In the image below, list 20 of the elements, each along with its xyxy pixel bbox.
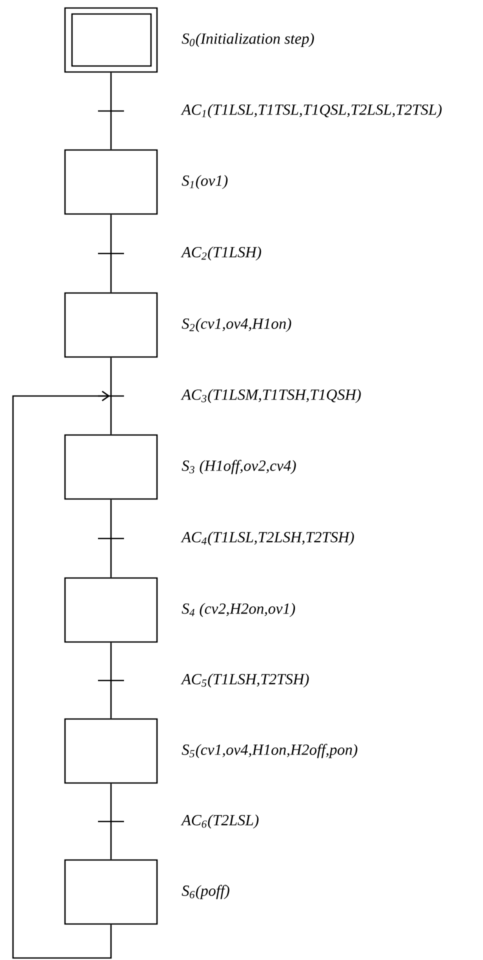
link-line [110, 500, 112, 578]
transition-label: AC$_{1}$(T1LSL,T1TSL,T1QSL,T2LSL,T2TSL) [180, 104, 442, 118]
step-label: S$_{4}$ (cv2,H2on,ov1) [182, 603, 296, 618]
transition-label: AC$_{2}$(T1LSH) [180, 246, 262, 261]
link-line [110, 358, 112, 434]
step-label: S$_{3}$ (H1off,ov2,cv4) [182, 460, 296, 474]
step-label: S$_{5}$(cv1,ov4,H1on,H2off,pon) [182, 744, 358, 758]
link-line [110, 784, 112, 860]
step-label: S$_{1}$(ov1) [182, 175, 228, 190]
transition-label: AC$_{6}$(T2LSL) [180, 814, 259, 829]
link-line [110, 72, 112, 150]
transition-label: AC$_{5}$(T1LSH,T2TSH) [180, 674, 309, 688]
transition-label: AC$_{3}$(T1LSM,T1TSH,T1QSH) [180, 389, 361, 404]
step-label: S$_{6}$(poff) [182, 884, 230, 900]
loop-back-arrow [12, 390, 112, 959]
transition-label: AC$_{4}$(T1LSL,T2LSH,T2TSH) [180, 532, 354, 546]
link-line [110, 642, 112, 718]
step-label: S$_{0}$(Initialization step) [182, 33, 314, 48]
step-label: S$_{2}$(cv1,ov4,H1on) [182, 318, 292, 332]
link-line [110, 214, 112, 292]
